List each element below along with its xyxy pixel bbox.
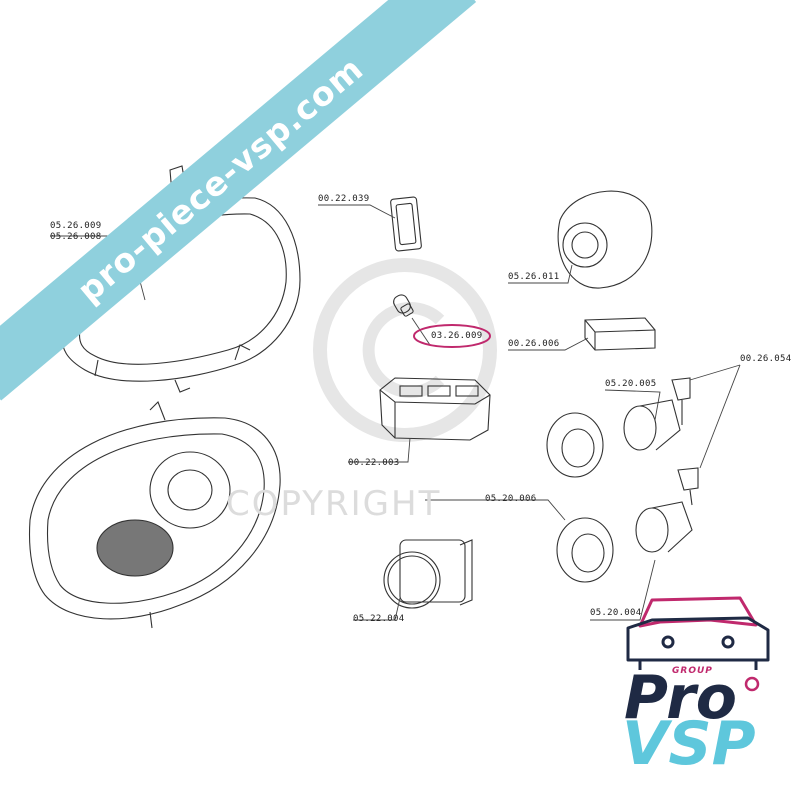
part-05-26-011-drawing: [557, 190, 653, 289]
part-05-20-005-drawing: [546, 377, 691, 478]
part-05-22-004-drawing: [383, 539, 473, 609]
part-label: 00.26.006: [508, 339, 560, 349]
copyright-watermark: COPYRIGHT: [226, 484, 442, 524]
headlamp-bottom-drawing: [29, 401, 281, 629]
logo-vsp-text: VSP: [622, 709, 756, 779]
part-label: 05.26.009: [50, 221, 102, 231]
part-label: 00.22.003: [348, 458, 400, 468]
part-label: 05.26.011: [508, 272, 560, 282]
part-label: 05.20.005: [605, 379, 657, 389]
part-label: 00.26.054: [740, 354, 792, 364]
copyright-circle-watermark: [313, 258, 497, 442]
part-label: 05.22.004: [353, 614, 405, 624]
part-label-highlighted: 03.26.009: [431, 331, 483, 341]
part-00-22-039-drawing: [390, 196, 422, 252]
part-label: 00.22.039: [318, 194, 370, 204]
part-00-22-003-drawing: [379, 377, 491, 441]
part-label: 05.20.004: [590, 608, 642, 618]
logo-pro-text: Pro: [624, 663, 737, 733]
part-03-26-009-drawing: [393, 294, 414, 317]
logo-group-text: GROUP: [672, 666, 713, 676]
part-label: 05.20.006: [485, 494, 537, 504]
highlight-oval: [413, 324, 491, 348]
part-label: 05.26.008: [50, 232, 102, 242]
part-00-26-006-drawing: [584, 317, 656, 351]
part-05-20-006-drawing: [556, 467, 699, 583]
